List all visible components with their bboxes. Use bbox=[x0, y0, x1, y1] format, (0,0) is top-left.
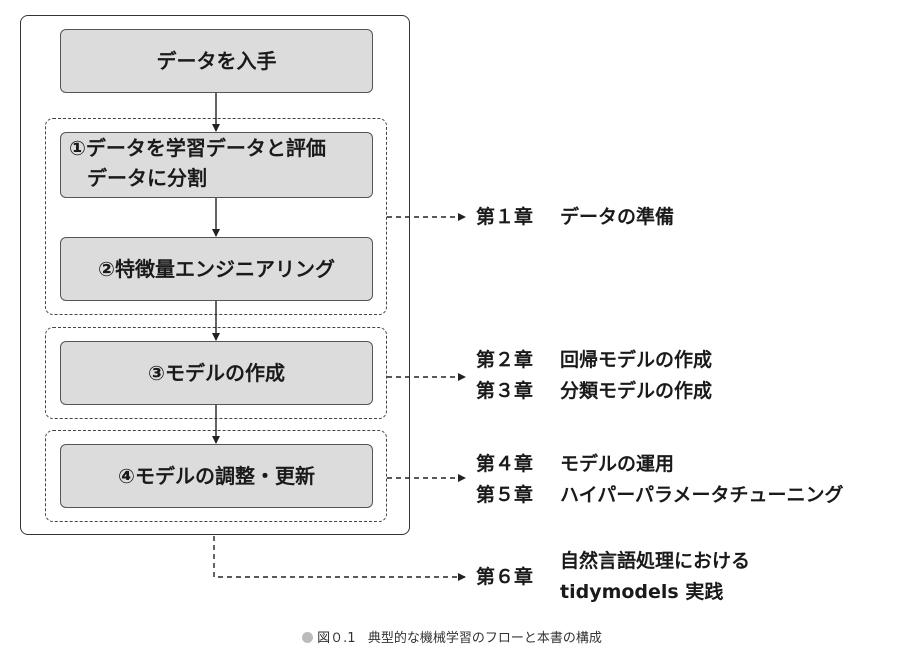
chapter2-number: 第２章 bbox=[476, 349, 534, 371]
split-data-label-line1: ①データを学習データと評価 bbox=[69, 136, 326, 160]
chapter5-title: ハイパーパラメータチューニング bbox=[560, 484, 844, 506]
chapter5-label: 第５章 ハイパーパラメータチューニング bbox=[476, 481, 843, 510]
chapter4-title: モデルの運用 bbox=[560, 453, 675, 475]
chapter3-title: 分類モデルの作成 bbox=[560, 380, 713, 402]
chapter2-label: 第２章 回帰モデルの作成 bbox=[476, 346, 712, 375]
create-model-label: ③モデルの作成 bbox=[148, 361, 285, 385]
chapter6-title-line2: tidymodels 実践 bbox=[560, 581, 724, 603]
chapter3-number: 第３章 bbox=[476, 380, 534, 402]
chapter6-number: 第６章 bbox=[476, 566, 534, 588]
chapter1-number: 第１章 bbox=[476, 206, 534, 228]
feature-engineering-step: ②特徴量エンジニアリング bbox=[60, 237, 373, 301]
chapter1-label: 第１章 データの準備 bbox=[476, 203, 674, 232]
chapter1-title: データの準備 bbox=[560, 206, 675, 228]
caption-text: 典型的な機械学習のフローと本書の構成 bbox=[367, 631, 602, 646]
chapter4-label: 第４章 モデルの運用 bbox=[476, 450, 674, 479]
workflow-frame bbox=[20, 15, 410, 535]
feature-engineering-label: ②特徴量エンジニアリング bbox=[98, 257, 335, 281]
chapter6-title-line1: 自然言語処理における bbox=[560, 550, 751, 572]
tune-model-step: ④モデルの調整・更新 bbox=[60, 444, 373, 508]
chapter2-title: 回帰モデルの作成 bbox=[560, 349, 713, 371]
tune-model-label: ④モデルの調整・更新 bbox=[118, 464, 315, 488]
split-data-label-line2: データに分割 bbox=[87, 166, 207, 190]
chapter5-number: 第５章 bbox=[476, 484, 534, 506]
create-model-step: ③モデルの作成 bbox=[60, 341, 373, 405]
caption-figure-label: 図０.1 bbox=[317, 631, 356, 646]
obtain-data-step: データを入手 bbox=[60, 29, 373, 93]
chapter4-number: 第４章 bbox=[476, 453, 534, 475]
obtain-data-label: データを入手 bbox=[156, 49, 277, 73]
figure-caption: 図０.1 典型的な機械学習のフローと本書の構成 bbox=[0, 627, 904, 646]
arrow-to-chapter6 bbox=[213, 536, 466, 581]
split-data-step: ①データを学習データと評価 データに分割 bbox=[60, 132, 373, 198]
chapter3-label: 第３章 分類モデルの作成 bbox=[476, 377, 712, 406]
caption-bullet-icon bbox=[302, 632, 314, 643]
